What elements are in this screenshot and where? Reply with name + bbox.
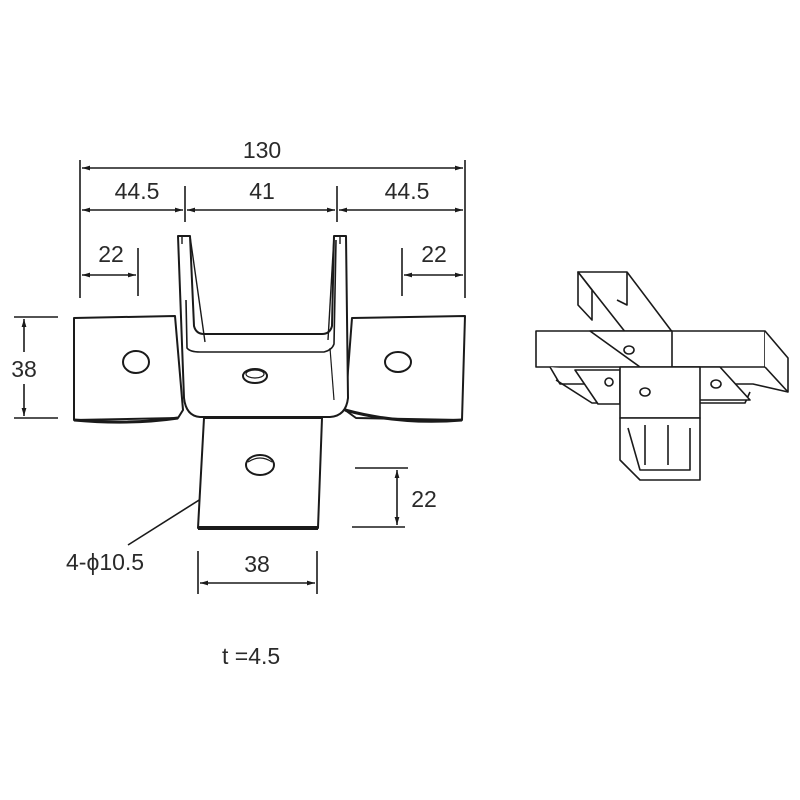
dim-bottom-tab-width: 38: [244, 551, 270, 577]
isometric-assembly-view: [535, 271, 789, 481]
dim-right-wing: 44.5: [385, 178, 430, 204]
dim-channel-width: 41: [249, 178, 275, 204]
dimension-labels: 130 44.5 41 44.5 22 22 38 22 38 4-ϕ10.5 …: [11, 137, 447, 669]
dim-right-hole-offset: 22: [421, 241, 447, 267]
bracket-front-view: [73, 235, 466, 530]
dim-wing-height: 38: [11, 356, 37, 382]
hole-callout: 4-ϕ10.5: [66, 549, 144, 575]
dim-left-hole-offset: 22: [98, 241, 124, 267]
dim-bottom-hole-offset: 22: [411, 486, 437, 512]
dim-overall-width: 130: [243, 137, 281, 163]
dim-left-wing: 44.5: [115, 178, 160, 204]
thickness-note: t =4.5: [222, 643, 280, 669]
